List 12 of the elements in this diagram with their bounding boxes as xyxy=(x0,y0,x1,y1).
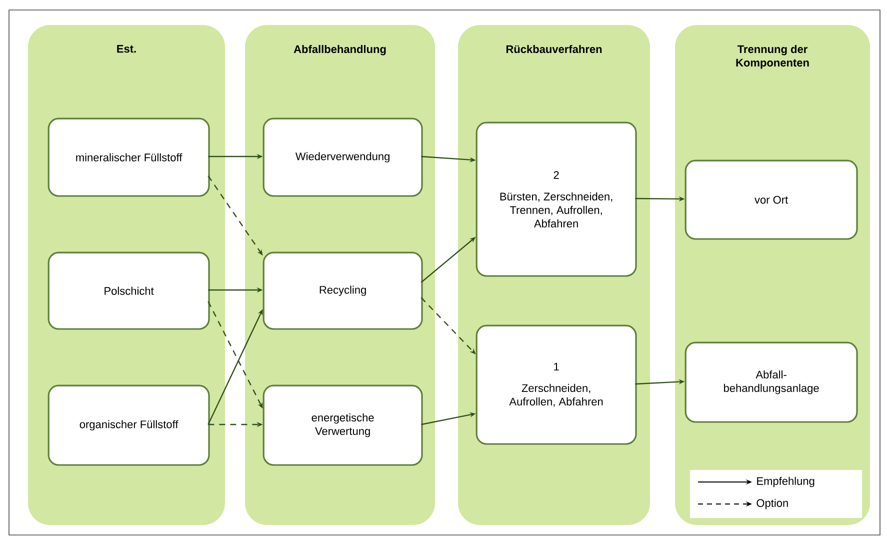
process-box: energetische Verwertung xyxy=(262,384,423,466)
process-box: Abfall- behandlungsanlage xyxy=(684,342,858,423)
process-box: Wiederverwendung xyxy=(262,118,423,197)
process-box: Polschicht xyxy=(48,252,210,330)
process-box: vor Ort xyxy=(684,160,858,240)
legend-label: Empfehlung xyxy=(757,476,814,488)
process-box: mineralischer Füllstoff xyxy=(48,118,210,197)
process-box: organischer Füllstoff xyxy=(48,384,210,466)
process-box: 1 Zerschneiden, Aufrollen, Abfahren xyxy=(476,324,637,445)
legend-label: Option xyxy=(756,498,788,510)
process-box: 2 Bürsten, Zerschneiden, Trennen, Aufrollen, Abfahren xyxy=(476,122,637,277)
process-box: Recycling xyxy=(262,252,423,330)
